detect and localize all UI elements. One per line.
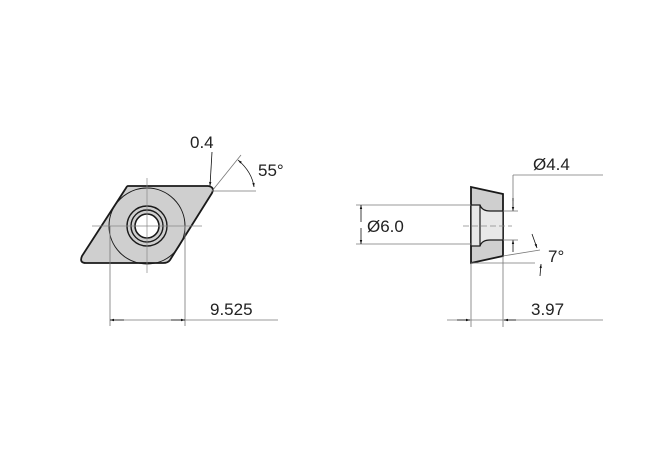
hole-diameter-dimension: Ø4.4: [533, 155, 570, 174]
thickness-dimension: 3.97: [531, 300, 564, 319]
corner-radius-dimension: 0.4: [190, 133, 214, 152]
bore-section: [470, 204, 504, 247]
angle-dimension: 55°: [258, 161, 284, 180]
insert-top-view: 9.525 0.4 55°: [80, 133, 284, 326]
inscribed-circle-dimension: 9.525: [210, 300, 253, 319]
clearance-angle-dimension: 7°: [548, 247, 564, 266]
counterbore-diameter-dimension: Ø6.0: [367, 217, 404, 236]
insert-side-view: Ø6.0 Ø4.4 7° 3.97: [356, 155, 603, 327]
